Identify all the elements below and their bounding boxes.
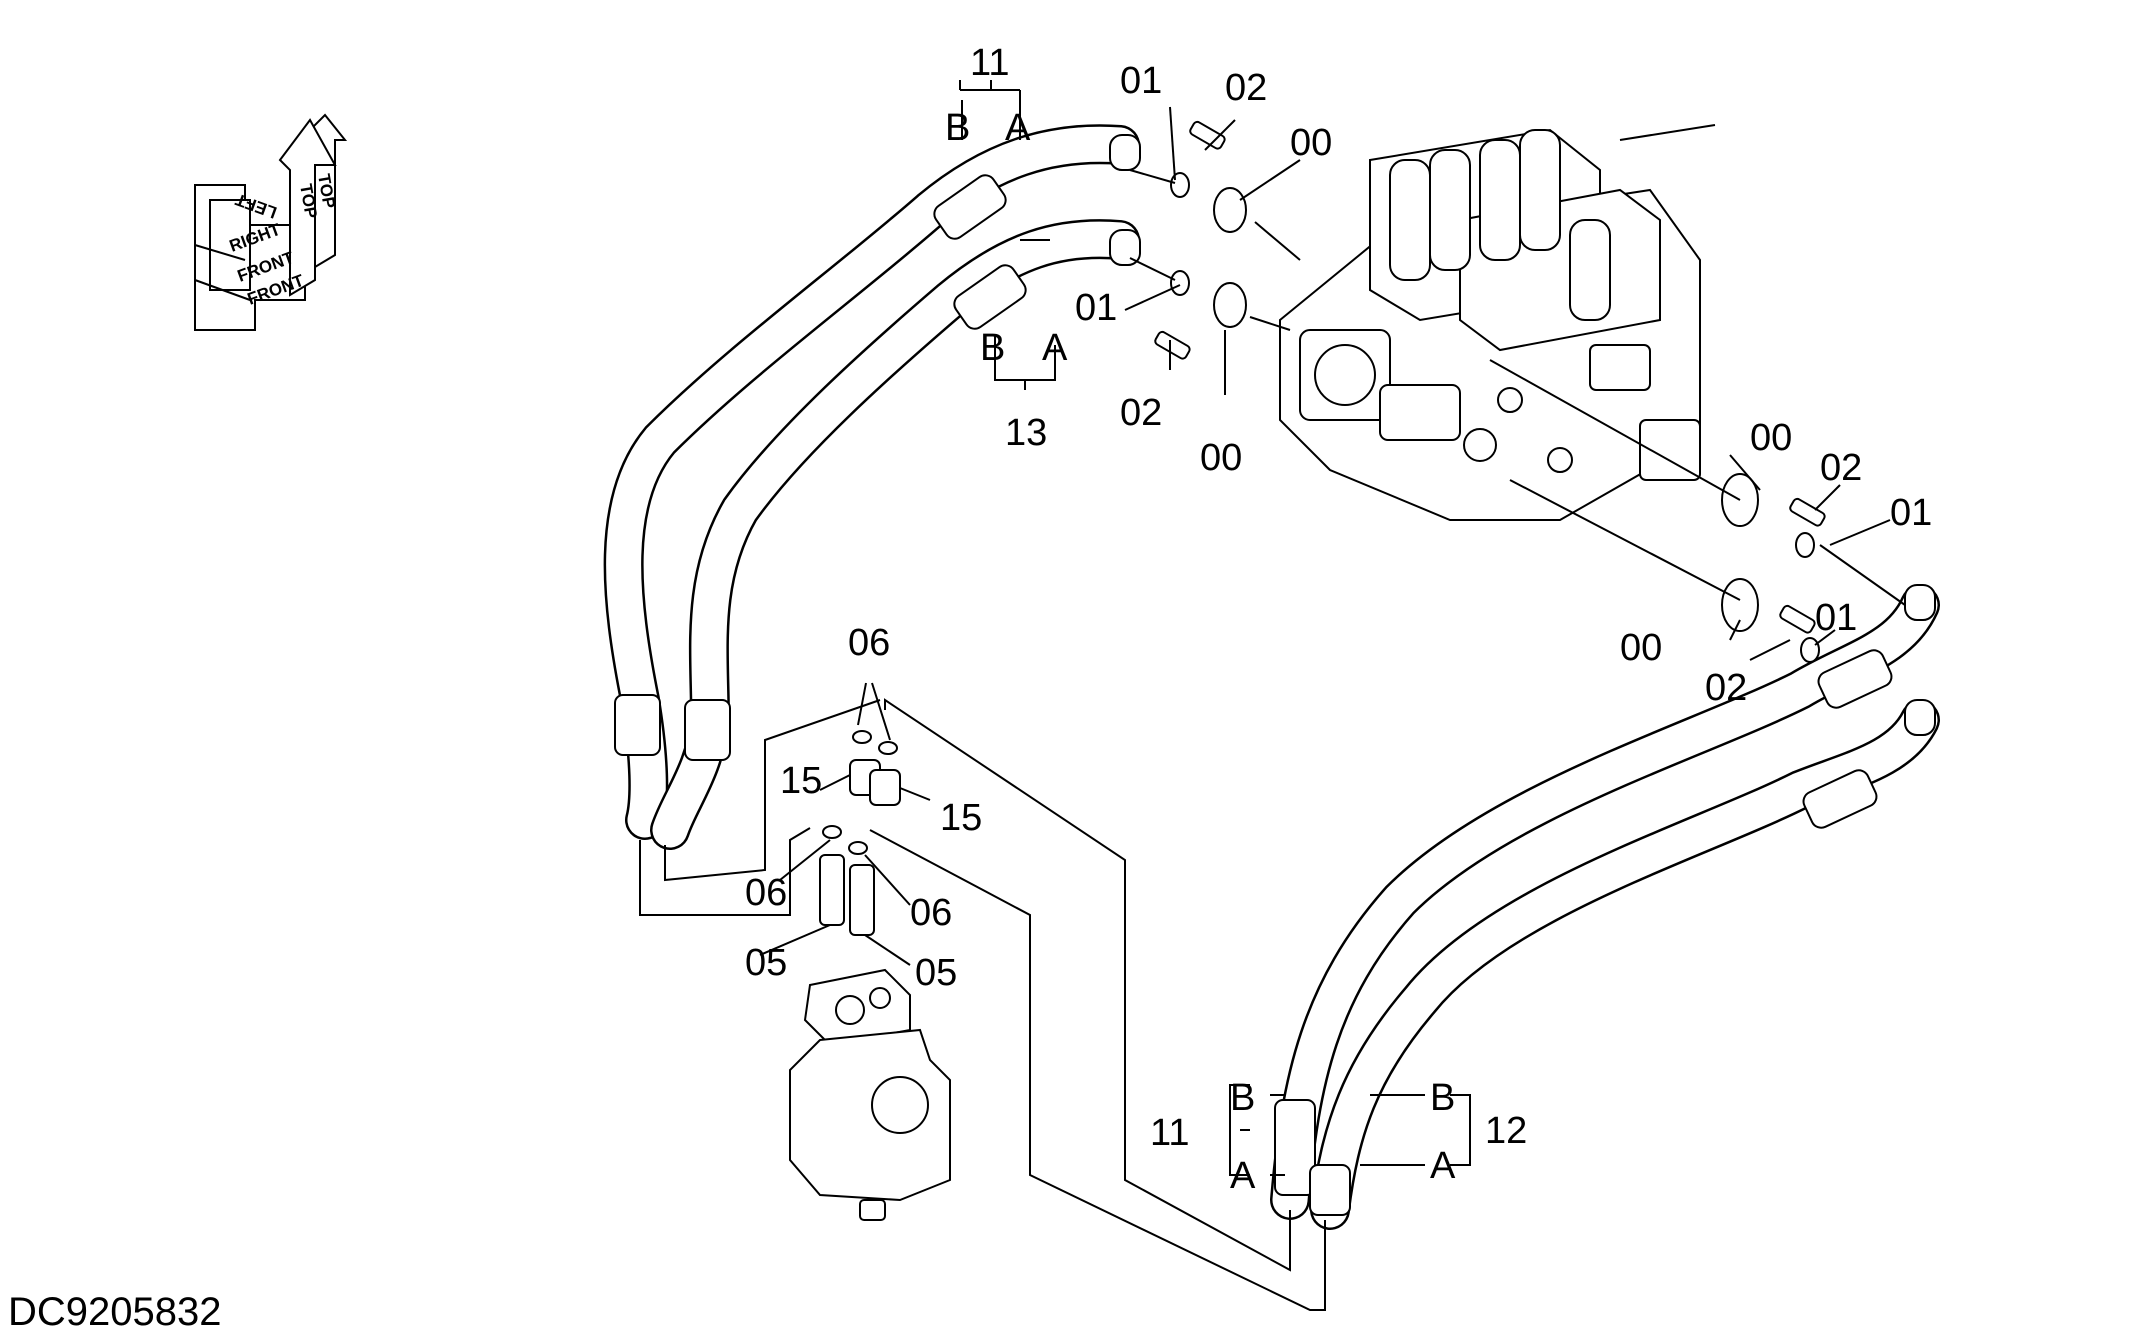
- flange-clamp-upper-1: [1170, 120, 1247, 233]
- callout-05-right: 05: [915, 952, 957, 994]
- callout-05-left: 05: [745, 942, 787, 984]
- hose-assembly-11-lower: [1270, 585, 1940, 1220]
- callout-11-top: 11: [970, 42, 1009, 84]
- callout-06-top: 06: [848, 622, 890, 664]
- callout-13-b: B: [980, 327, 1005, 369]
- callout-06-left: 06: [745, 872, 787, 914]
- callout-12-b: B: [1430, 1077, 1455, 1119]
- callout-00-b: 00: [1200, 437, 1242, 479]
- callout-leaders: [759, 80, 1891, 1176]
- callout-00-c: 00: [1750, 417, 1792, 459]
- callout-11-top-a: A: [1005, 107, 1031, 149]
- flange-clamp-right-1: [1721, 473, 1826, 558]
- callout-01-b: 01: [1075, 287, 1117, 329]
- callout-11-bottom-a: A: [1230, 1155, 1256, 1197]
- hose-assembly-11-upper: [603, 124, 1140, 840]
- callout-02-a: 02: [1225, 67, 1267, 109]
- callout-15-right: 15: [940, 797, 982, 839]
- hose-assembly-12: [1309, 700, 1940, 1230]
- callout-15-left: 15: [780, 760, 822, 802]
- callout-13-a: A: [1042, 327, 1068, 369]
- callout-02-d: 02: [1705, 667, 1747, 709]
- control-valve-body: [1279, 128, 1701, 521]
- callout-01-d: 01: [1815, 597, 1857, 639]
- callout-labels: 11 B A B A 13 01 02 00 01 02 00 00 02 01…: [745, 42, 1932, 1197]
- orientation-compass-icon: TOP TOP LEFT RIGHT FRONT FRONT: [194, 113, 348, 331]
- callout-02-c: 02: [1820, 447, 1862, 489]
- callout-01-a: 01: [1120, 60, 1162, 102]
- callout-11-bottom-b: B: [1230, 1077, 1255, 1119]
- swivel-joint: [789, 730, 951, 1221]
- callout-11-bottom: 11: [1150, 1112, 1189, 1154]
- callout-01-c: 01: [1890, 492, 1932, 534]
- callout-02-b: 02: [1120, 392, 1162, 434]
- flange-clamp-right-2: [1721, 578, 1820, 663]
- routing-lines: [639, 124, 1906, 1311]
- callout-11-top-b: B: [945, 107, 970, 149]
- callout-00-d: 00: [1620, 627, 1662, 669]
- callout-13: 13: [1005, 412, 1047, 454]
- drawing-number: DC9205832: [8, 1290, 222, 1334]
- callout-12-a: A: [1430, 1145, 1456, 1187]
- callout-06-right: 06: [910, 892, 952, 934]
- callout-12: 12: [1485, 1110, 1527, 1152]
- hose-end-fittings: [1109, 134, 1936, 736]
- hose-assembly-13-upper: [650, 219, 1140, 850]
- callout-00-a: 00: [1290, 122, 1332, 164]
- flange-clamp-upper-2: [1154, 270, 1247, 360]
